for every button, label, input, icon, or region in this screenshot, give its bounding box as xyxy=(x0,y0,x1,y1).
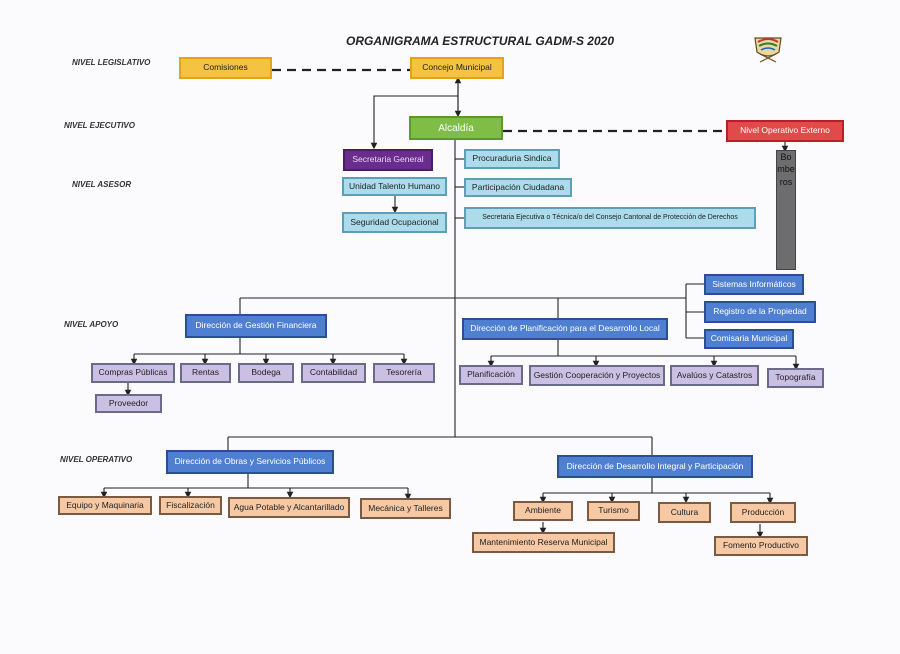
node-proveedor[interactable]: Proveedor xyxy=(95,394,162,413)
level-asesor: NIVEL ASESOR xyxy=(72,180,132,189)
node-direccion-gestion-financiera[interactable]: Dirección de Gestión Financiera xyxy=(185,314,327,338)
node-concejo-municipal[interactable]: Concejo Municipal xyxy=(410,57,504,79)
node-direccion-desarrollo-integral[interactable]: Dirección de Desarrollo Integral y Parti… xyxy=(557,455,753,478)
node-bodega[interactable]: Bodega xyxy=(238,363,294,383)
node-fiscalizacion[interactable]: Fiscalización xyxy=(159,496,222,515)
node-fomento-productivo[interactable]: Fomento Productivo xyxy=(714,536,808,556)
node-mecanica-talleres[interactable]: Mecánica y Talleres xyxy=(360,498,451,519)
node-equipo-maquinaria[interactable]: Equipo y Maquinaria xyxy=(58,496,152,515)
node-mantenimiento-reserva[interactable]: Mantenimiento Reserva Municipal xyxy=(472,532,615,553)
node-alcaldia[interactable]: Alcaldía xyxy=(409,116,503,140)
node-direccion-obras-servicios[interactable]: Dirección de Obras y Servicios Públicos xyxy=(166,450,334,474)
node-tesoreria[interactable]: Tesorería xyxy=(373,363,435,383)
node-compras-publicas[interactable]: Compras Públicas xyxy=(91,363,175,383)
node-participacion-ciudadana[interactable]: Participación Ciudadana xyxy=(464,178,572,197)
node-nivel-operativo-externo[interactable]: Nivel Operativo Externo xyxy=(726,120,844,142)
node-direccion-planificacion[interactable]: Dirección de Planificación para el Desar… xyxy=(462,318,668,340)
node-cultura[interactable]: Cultura xyxy=(658,502,711,523)
chart-title: ORGANIGRAMA ESTRUCTURAL GADM-S 2020 xyxy=(345,34,615,48)
node-rentas[interactable]: Rentas xyxy=(180,363,231,383)
node-ambiente[interactable]: Ambiente xyxy=(513,501,573,521)
node-unidad-talento-humano[interactable]: Unidad Talento Humano xyxy=(342,177,447,196)
level-apoyo: NIVEL APOYO xyxy=(64,320,119,329)
node-contabilidad[interactable]: Contabilidad xyxy=(301,363,366,383)
node-gestion-cooperacion-proyectos[interactable]: Gestión Cooperación y Proyectos xyxy=(529,365,665,386)
node-registro-propiedad[interactable]: Registro de la Propiedad xyxy=(704,301,816,323)
node-comisaria-municipal[interactable]: Comisaria Municipal xyxy=(704,329,794,349)
node-topografia[interactable]: Topografía xyxy=(767,368,824,388)
level-legislativo: NIVEL LEGISLATIVO xyxy=(72,58,151,67)
node-bomberos[interactable]: Bomberos xyxy=(776,150,796,270)
node-sistemas-informaticos[interactable]: Sistemas Informáticos xyxy=(704,274,804,295)
node-seguridad-ocupacional[interactable]: Seguridad Ocupacional xyxy=(342,212,447,233)
node-secretaria-general[interactable]: Secretaria General xyxy=(343,149,433,171)
node-comisiones[interactable]: Comisiones xyxy=(179,57,272,79)
node-procuraduria-sindica[interactable]: Procuraduria Sindica xyxy=(464,149,560,169)
level-operativo: NIVEL OPERATIVO xyxy=(60,455,133,464)
node-avaluos-catastros[interactable]: Avalúos y Catastros xyxy=(670,365,759,386)
level-ejecutivo: NIVEL EJECUTIVO xyxy=(64,121,135,130)
node-planificacion[interactable]: Planificación xyxy=(459,365,523,385)
node-produccion[interactable]: Producción xyxy=(730,502,796,523)
municipal-emblem-icon xyxy=(754,37,782,63)
node-turismo[interactable]: Turismo xyxy=(587,501,640,521)
node-agua-potable-alcantarillado[interactable]: Agua Potable y Alcantarillado xyxy=(228,497,350,518)
node-secretaria-ejecutiva[interactable]: Secretaria Ejecutiva o Técnica/o del Con… xyxy=(464,207,756,229)
